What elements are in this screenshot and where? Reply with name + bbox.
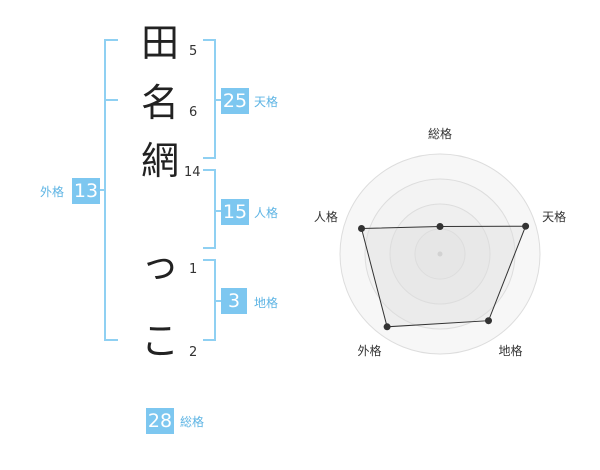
gaikaku-bracket: [104, 39, 118, 341]
radar-point-3: [485, 317, 492, 325]
radar-axis-label-3: 地格: [498, 343, 522, 358]
soukaku-value: 28: [146, 408, 174, 434]
stroke-count-5: 2: [189, 345, 198, 360]
name-char-2: 名: [140, 81, 179, 125]
chikaku-bracket: [203, 259, 216, 341]
radar-axis-label-1: 総格: [428, 126, 452, 141]
chikaku-label: 地格: [254, 296, 279, 310]
stroke-count-1: 5: [189, 44, 198, 59]
tenkaku-value: 25: [221, 88, 249, 114]
stroke-count-2: 6: [189, 105, 198, 120]
radar-axis-label-5: 人格: [314, 209, 338, 224]
radar-point-1: [436, 223, 444, 230]
radar-point-4: [383, 323, 391, 331]
radar-axis-label-2: 天格: [542, 209, 566, 224]
chikaku-value: 3: [221, 288, 247, 314]
radar-point-5: [358, 225, 365, 232]
name-char-3: 網: [140, 139, 179, 183]
radar-axis-label-4: 外格: [357, 343, 381, 358]
gaikaku-label: 外格: [40, 185, 65, 199]
tenkaku-bracket: [203, 39, 216, 159]
radar-grid: [339, 153, 541, 355]
radar-point-2: [522, 222, 530, 230]
stroke-count-3: 14: [184, 165, 201, 180]
stroke-count-4: 1: [189, 262, 198, 277]
gaikaku-value: 13: [72, 178, 100, 204]
jinkaku-label: 人格: [254, 206, 279, 220]
name-char-1: 田: [140, 21, 179, 65]
radar-series: [358, 222, 530, 331]
jinkaku-bracket: [203, 169, 216, 249]
name-char-4: っ: [140, 243, 179, 287]
name-char-5: こ: [140, 319, 179, 363]
radar-polygon: [360, 225, 527, 328]
tenkaku-label: 天格: [254, 95, 279, 109]
jinkaku-value: 15: [221, 199, 249, 225]
soukaku-label: 総格: [180, 415, 205, 429]
radar-center: [437, 251, 443, 257]
